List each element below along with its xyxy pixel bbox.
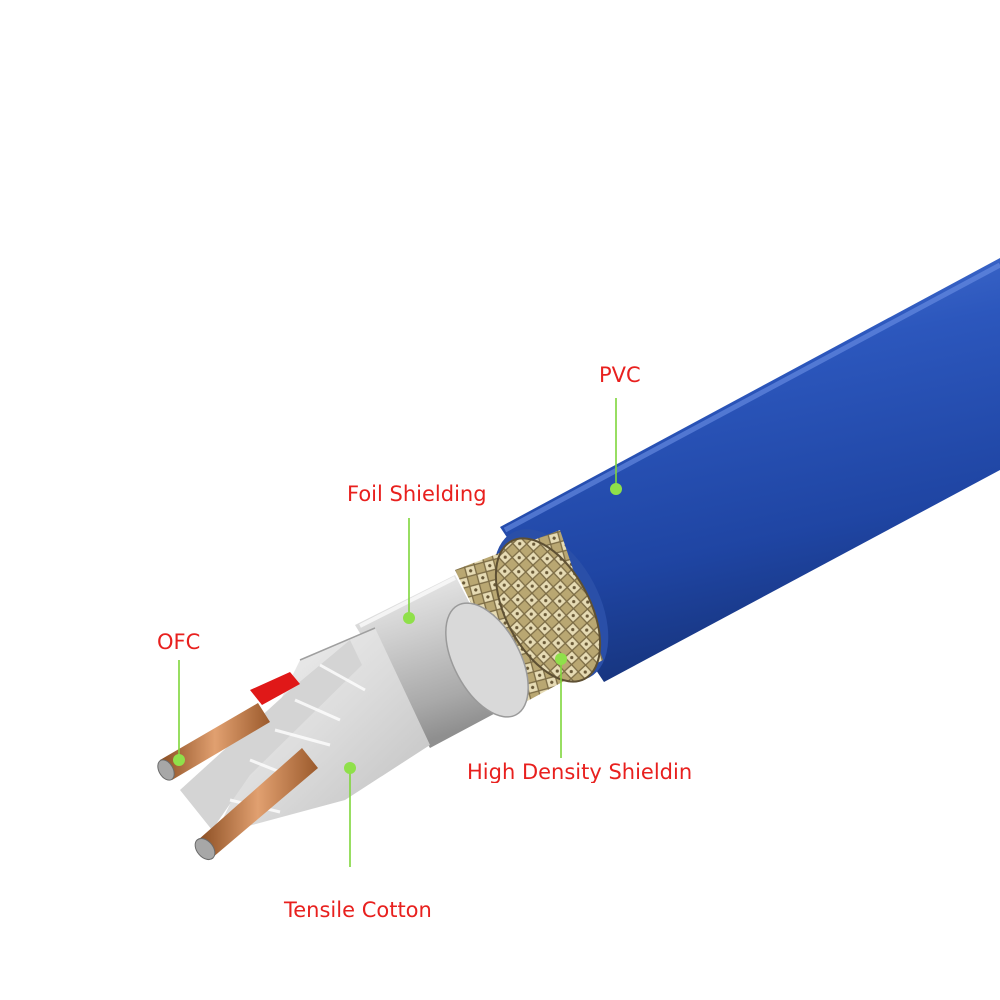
high-density-dot [555,653,567,665]
tensile-cotton-dot [344,762,356,774]
callout-dots [173,483,622,774]
leader-lines [178,398,617,867]
copper-conductors [157,703,318,861]
foil-dot [403,612,415,624]
pvc-label: PVC [599,363,641,387]
red-insulation [250,672,300,705]
foil-shielding [355,575,529,748]
ofc-label: OFC [157,630,201,654]
high-density-shielding-label: High Density Shielding [467,762,691,783]
ofc-dot [173,754,185,766]
pvc-dot [610,483,622,495]
foil-shielding-label: Foil Shielding [347,482,487,506]
tensile-cotton-label: Tensile Cotton [284,898,432,922]
